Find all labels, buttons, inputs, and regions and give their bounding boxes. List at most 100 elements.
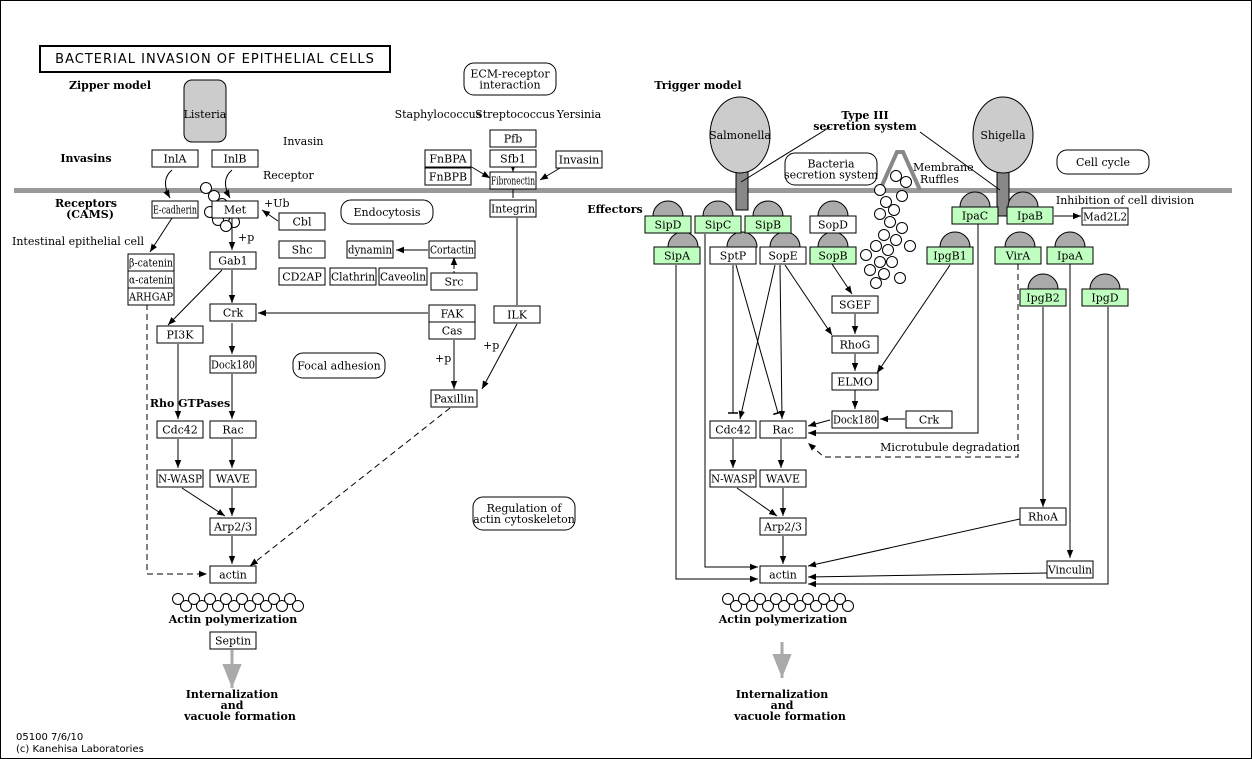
gene-ipgb2[interactable]: IpgB2 bbox=[1019, 288, 1067, 307]
gene-dock1[interactable]: Dock180 bbox=[209, 355, 257, 374]
gene-actina[interactable]: actin bbox=[209, 565, 257, 584]
gene-raca[interactable]: Rac bbox=[209, 420, 257, 439]
gene-cd2ap[interactable]: CD2AP bbox=[278, 267, 326, 286]
gene-invasin[interactable]: Invasin bbox=[555, 150, 603, 169]
gene-sipa[interactable]: SipA bbox=[653, 246, 701, 265]
gene-integrin[interactable]: Integrin bbox=[489, 199, 537, 218]
gene-wavea[interactable]: WAVE bbox=[209, 469, 257, 488]
actin-monomer bbox=[738, 593, 750, 605]
vesicle bbox=[860, 249, 872, 261]
gene-nwaspb[interactable]: N-WASP bbox=[709, 469, 757, 488]
gene-sipc[interactable]: SipC bbox=[694, 215, 742, 234]
gene-caveolin[interactable]: Caveolin bbox=[378, 267, 428, 286]
gene-crk1[interactable]: Crk bbox=[209, 303, 257, 322]
gene-dock2[interactable]: Dock180 bbox=[831, 410, 879, 429]
effector-cap bbox=[702, 200, 734, 217]
listeria-bacterium[interactable] bbox=[183, 79, 227, 143]
gene-sipd[interactable]: SipD bbox=[644, 215, 692, 234]
actin-monomer bbox=[810, 600, 822, 612]
gene-box-rhog bbox=[831, 335, 879, 354]
vesicle-cluster bbox=[200, 170, 916, 289]
edge-sopb-sgef bbox=[831, 263, 853, 295]
gene-box-integrin bbox=[489, 199, 537, 218]
gene-racb[interactable]: Rac bbox=[759, 420, 807, 439]
gene-cas[interactable]: Cas bbox=[428, 321, 476, 340]
gene-ipab[interactable]: IpaB bbox=[1006, 206, 1054, 225]
gene-label-actina: actin bbox=[219, 569, 247, 582]
gene-sopd[interactable]: SopD bbox=[809, 215, 857, 234]
edge-cbl-met bbox=[261, 209, 279, 222]
map-link-cell_cycle[interactable]: Cell cycle bbox=[1056, 149, 1150, 175]
map-link-focal[interactable]: Focal adhesion bbox=[292, 352, 386, 379]
gene-pfb[interactable]: Pfb bbox=[489, 129, 537, 148]
gene-fnbpb[interactable]: FnBPB bbox=[424, 167, 472, 186]
gene-ipgd[interactable]: IpgD bbox=[1081, 288, 1129, 307]
gene-cbl[interactable]: Cbl bbox=[278, 212, 326, 231]
gene-met[interactable]: Met bbox=[211, 200, 259, 219]
gene-fak[interactable]: FAK bbox=[428, 304, 476, 323]
gene-dynamin[interactable]: dynamin bbox=[346, 240, 394, 259]
gene-sope[interactable]: SopE bbox=[759, 246, 807, 265]
map-link-box-ecm bbox=[463, 62, 557, 96]
gene-waveb[interactable]: WAVE bbox=[759, 469, 807, 488]
gene-ecad[interactable]: E-cadherin bbox=[151, 200, 199, 219]
gene-fnbpa[interactable]: FnBPA bbox=[424, 149, 472, 168]
gene-pi3k[interactable]: PI3K bbox=[156, 325, 204, 344]
actin-monomer bbox=[276, 600, 288, 612]
map-link-label-endocytosis: Endocytosis bbox=[353, 206, 420, 219]
gene-sptp[interactable]: SptP bbox=[709, 246, 757, 265]
gene-cdc42b[interactable]: Cdc42 bbox=[709, 420, 757, 439]
gene-src[interactable]: Src bbox=[430, 272, 478, 291]
gene-cdc42a[interactable]: Cdc42 bbox=[156, 420, 204, 439]
gene-label-wavea: WAVE bbox=[216, 473, 250, 486]
gene-label-fnbpa: FnBPA bbox=[429, 153, 467, 166]
gene-ipac[interactable]: IpaC bbox=[951, 206, 999, 225]
gene-vinculin[interactable]: Vinculin bbox=[1046, 560, 1094, 579]
gene-acat[interactable]: α-catenin bbox=[127, 270, 175, 289]
gene-sgef[interactable]: SGEF bbox=[831, 295, 879, 314]
internalization-left-3: vacuole formation bbox=[183, 710, 296, 723]
gene-label-crk1: Crk bbox=[223, 307, 244, 320]
gene-vira[interactable]: VirA bbox=[994, 246, 1042, 265]
gene-box-cd2ap bbox=[278, 267, 326, 286]
gene-shc[interactable]: Shc bbox=[278, 240, 326, 259]
gene-arpb[interactable]: Arp2/3 bbox=[759, 517, 807, 536]
gene-box-sipb bbox=[744, 215, 792, 234]
gene-sopb[interactable]: SopB bbox=[809, 246, 857, 265]
gene-cortactin[interactable]: Cortactin bbox=[428, 240, 476, 259]
gene-nwaspa[interactable]: N-WASP bbox=[156, 469, 204, 488]
gene-arhgap[interactable]: ARHGAP bbox=[127, 287, 175, 306]
gene-gab1[interactable]: Gab1 bbox=[209, 251, 257, 270]
salmonella-bacterium[interactable] bbox=[709, 96, 771, 174]
gene-inla[interactable]: InlA bbox=[151, 149, 199, 168]
gene-bcat[interactable]: β-catenin bbox=[127, 253, 175, 272]
gene-sipb[interactable]: SipB bbox=[744, 215, 792, 234]
gene-rhog[interactable]: RhoG bbox=[831, 335, 879, 354]
gene-rhoa[interactable]: RhoA bbox=[1019, 507, 1067, 526]
gene-elmo[interactable]: ELMO bbox=[831, 372, 879, 391]
gene-inlb[interactable]: InlB bbox=[211, 149, 259, 168]
gene-mad2l2[interactable]: Mad2L2 bbox=[1081, 207, 1129, 226]
gene-ipgb1[interactable]: IpgB1 bbox=[926, 246, 974, 265]
salmonella-label: Salmonella bbox=[709, 129, 771, 142]
map-link-endocytosis[interactable]: Endocytosis bbox=[340, 199, 434, 225]
gene-actinb[interactable]: actin bbox=[759, 565, 807, 584]
gene-ipaa[interactable]: IpaA bbox=[1046, 246, 1094, 265]
gene-label-fnbpb: FnBPB bbox=[429, 171, 467, 184]
gene-fibronectin[interactable]: Fibronectin bbox=[489, 171, 537, 190]
vesicle bbox=[882, 244, 894, 256]
shigella-bacterium[interactable] bbox=[972, 96, 1034, 174]
gene-box-ipgb2 bbox=[1019, 288, 1067, 307]
cell-membrane bbox=[14, 188, 1232, 193]
inhibition-label: Inhibition of cell division bbox=[1056, 194, 1194, 207]
gene-septin[interactable]: Septin bbox=[209, 631, 257, 650]
gene-paxillin[interactable]: Paxillin bbox=[430, 389, 478, 408]
gene-crk2[interactable]: Crk bbox=[905, 410, 953, 429]
gene-clathrin[interactable]: Clathrin bbox=[329, 267, 377, 286]
gene-sfb1[interactable]: Sfb1 bbox=[489, 149, 537, 168]
gene-arpa[interactable]: Arp2/3 bbox=[209, 517, 257, 536]
gene-ilk[interactable]: ILK bbox=[493, 305, 541, 324]
